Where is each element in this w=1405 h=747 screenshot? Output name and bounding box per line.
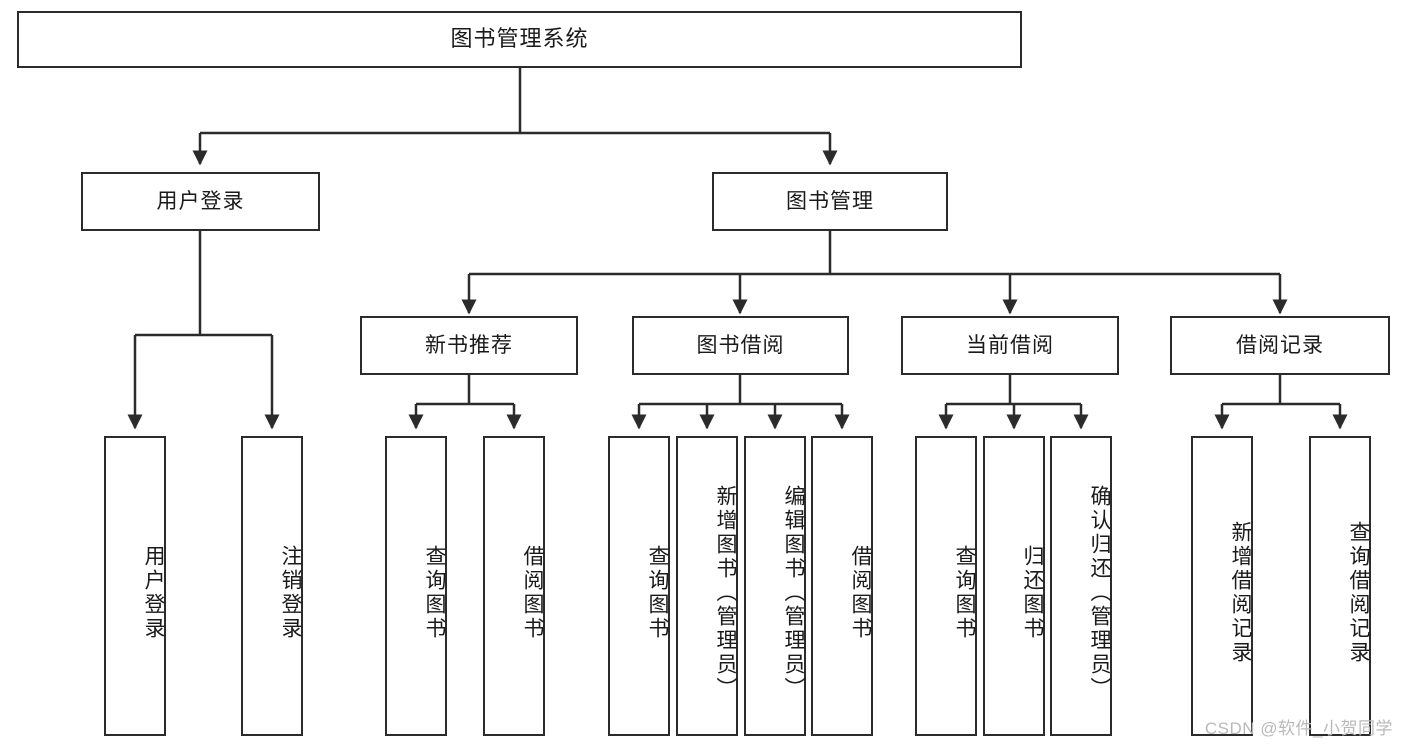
leaf-query-book-borrow[interactable]: 查询图书	[608, 436, 670, 736]
leaf-query-book-current[interactable]: 查询图书	[915, 436, 977, 736]
node-current-borrow[interactable]: 当前借阅	[901, 316, 1119, 375]
leaf-label: 借阅图书	[849, 545, 872, 641]
leaf-query-book-recommend[interactable]: 查询图书	[385, 436, 447, 736]
csdn-watermark: CSDN @软件_小贺同学	[1204, 719, 1393, 738]
leaf-user-logout[interactable]: 注销登录	[241, 436, 303, 736]
leaf-label: 新增借阅记录	[1229, 521, 1252, 665]
node-root-system[interactable]: 图书管理系统	[17, 11, 1022, 68]
node-new-book-recommend[interactable]: 新书推荐	[360, 316, 578, 375]
leaf-return-book[interactable]: 归还图书	[983, 436, 1045, 736]
leaf-add-book-admin[interactable]: 新增图书（管理员）	[676, 436, 738, 736]
node-user-login[interactable]: 用户登录	[81, 172, 320, 231]
leaf-user-login[interactable]: 用户登录	[104, 436, 166, 736]
leaf-add-borrow-record[interactable]: 新增借阅记录	[1191, 436, 1253, 736]
leaf-borrow-book[interactable]: 借阅图书	[811, 436, 873, 736]
leaf-borrow-book-recommend[interactable]: 借阅图书	[483, 436, 545, 736]
leaf-label: 查询图书	[646, 545, 669, 641]
node-book-borrow[interactable]: 图书借阅	[632, 316, 849, 375]
leaf-label: 用户登录	[142, 545, 165, 641]
leaf-edit-book-admin[interactable]: 编辑图书（管理员）	[744, 436, 806, 736]
leaf-query-borrow-record[interactable]: 查询借阅记录	[1309, 436, 1371, 736]
leaf-label: 借阅图书	[521, 545, 544, 641]
leaf-label: 查询图书	[423, 545, 446, 641]
leaf-label: 编辑图书（管理员）	[782, 485, 805, 701]
leaf-confirm-return-admin[interactable]: 确认归还（管理员）	[1050, 436, 1112, 736]
leaf-label: 注销登录	[279, 545, 302, 641]
leaf-label: 查询图书	[953, 545, 976, 641]
leaf-label: 归还图书	[1021, 545, 1044, 641]
node-borrow-record[interactable]: 借阅记录	[1170, 316, 1390, 375]
leaf-label: 查询借阅记录	[1347, 521, 1370, 665]
leaf-label: 确认归还（管理员）	[1088, 485, 1111, 701]
node-book-manage[interactable]: 图书管理	[712, 172, 948, 231]
leaf-label: 新增图书（管理员）	[714, 485, 737, 701]
